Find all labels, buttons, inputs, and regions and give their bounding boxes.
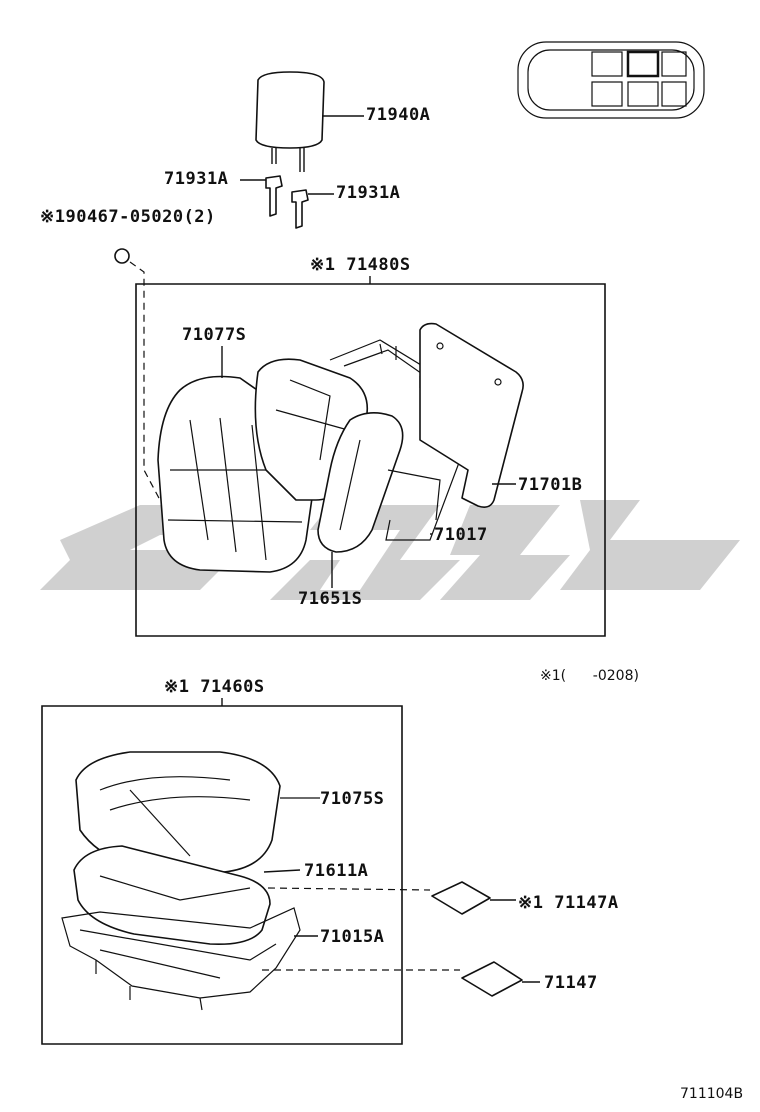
screw-part [114, 248, 161, 501]
label-back-cover: 71077S [182, 325, 246, 345]
watermark-logo [40, 500, 740, 600]
label-note: ※1( -0208) [540, 668, 639, 684]
cushion-assy-frame [41, 705, 403, 1045]
label-screw: ※190467-05020(2) [40, 207, 216, 227]
headrest-supports [240, 175, 334, 229]
heater-pad-a [431, 881, 516, 915]
label-support-left: 71931A [164, 169, 228, 189]
seat-back-board [419, 322, 524, 508]
label-headrest: 71940A [366, 105, 430, 125]
label-back-board: 71701B [518, 475, 582, 495]
heater-pad-b [461, 961, 540, 997]
back-assy-frame [135, 283, 606, 637]
label-back-frame: 71017 [434, 525, 488, 545]
label-back-pad: 71651S [298, 589, 362, 609]
label-cushion-frame: 71015A [320, 927, 384, 947]
label-heater-b: 71147 [544, 973, 598, 993]
label-cushion-pad: 71611A [304, 861, 368, 881]
label-figure-code: 711104B [680, 1086, 743, 1102]
headrest-part [255, 71, 364, 172]
label-heater-a: ※1 71147A [518, 893, 619, 913]
seat-cushion-pad [73, 845, 431, 946]
seat-cushion-frame [61, 907, 460, 1011]
vehicle-location-icon [517, 41, 705, 119]
label-cushion-assy: ※1 71460S [164, 677, 265, 697]
label-back-assy: ※1 71480S [310, 255, 411, 275]
label-support-right: 71931A [336, 183, 400, 203]
side-support-pad [317, 412, 404, 588]
label-cushion-cover: 71075S [320, 789, 384, 809]
